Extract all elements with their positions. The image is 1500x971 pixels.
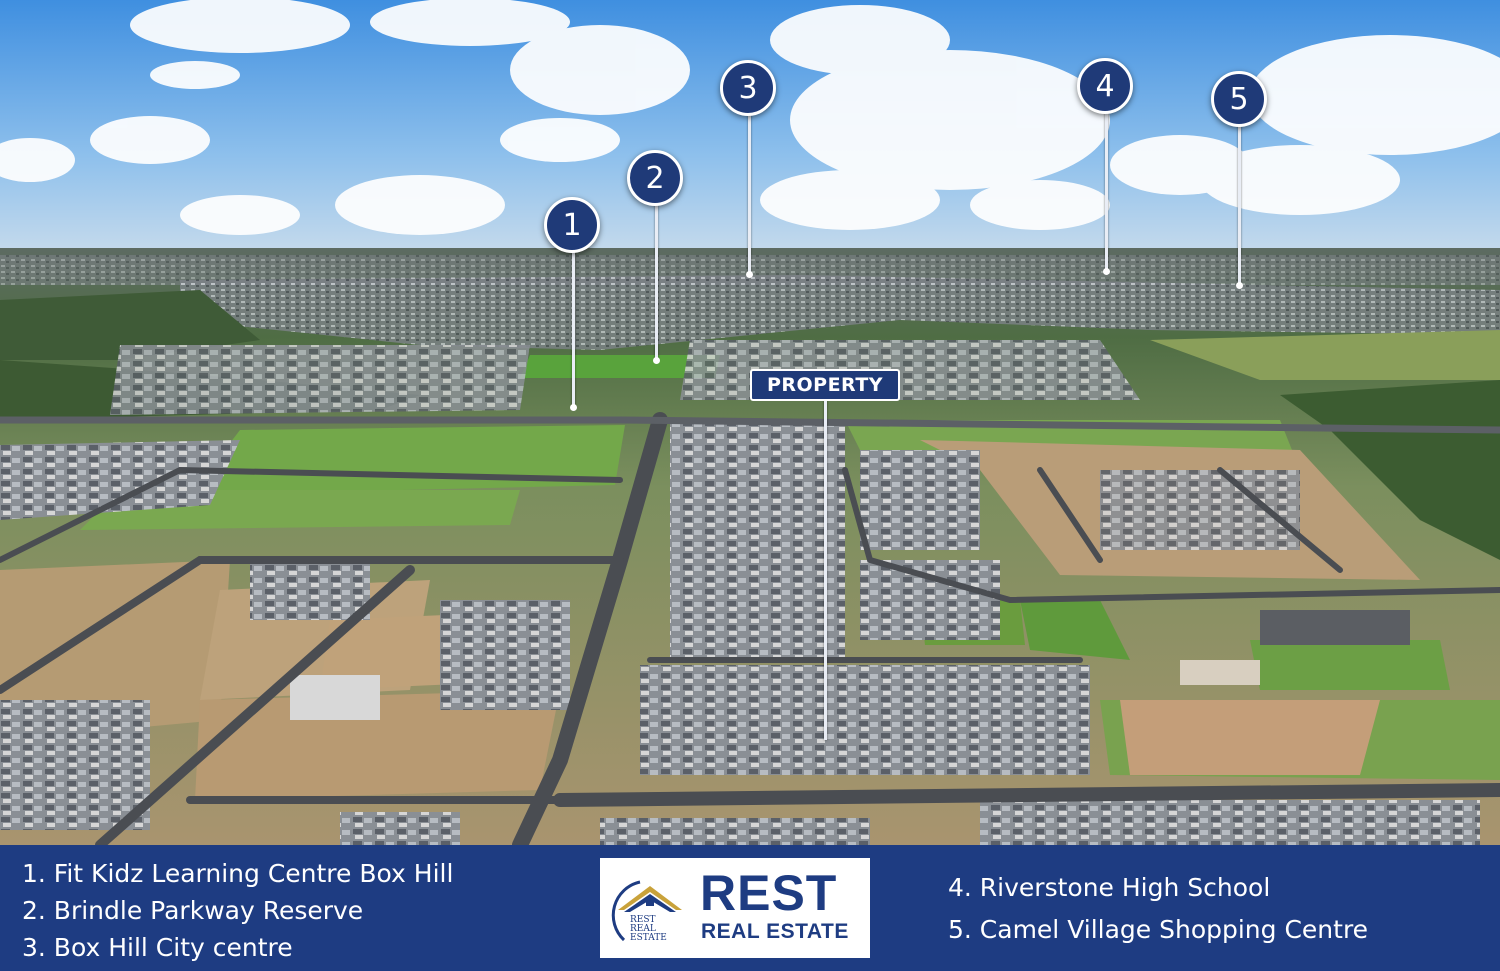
pin-target-5 — [1236, 282, 1243, 289]
pin-number: 2 — [645, 160, 665, 196]
pin-line-4 — [1105, 112, 1108, 272]
pin-number: 4 — [1095, 68, 1115, 104]
legend-item-4: 4. Riverstone High School — [948, 873, 1271, 902]
legend-right-column: 4. Riverstone High School 5. Camel Villa… — [948, 867, 1368, 951]
pin-target-4 — [1103, 268, 1110, 275]
pin-line-5 — [1238, 125, 1241, 285]
logo-small-text: REST REAL ESTATE — [630, 915, 667, 943]
legend-footer: 1. Fit Kidz Learning Centre Box Hill 2. … — [0, 845, 1500, 971]
location-pin-4: 4 — [1077, 58, 1133, 114]
legend-item-1: 1. Fit Kidz Learning Centre Box Hill — [22, 859, 454, 888]
location-pin-3: 3 — [720, 60, 776, 116]
pin-target-2 — [653, 357, 660, 364]
pin-line-3 — [748, 115, 751, 275]
logo-subtitle: REAL ESTATE — [701, 920, 849, 943]
legend-item-5: 5. Camel Village Shopping Centre — [948, 915, 1369, 944]
aerial-scene — [0, 0, 1500, 845]
pin-target-1 — [570, 404, 577, 411]
legend-item-2: 2. Brindle Parkway Reserve — [22, 896, 364, 925]
property-label: PROPERTY — [750, 369, 900, 401]
pin-target-3 — [746, 271, 753, 278]
pin-line-1 — [572, 252, 575, 407]
aerial-photo — [0, 0, 1500, 845]
location-pin-1: 1 — [544, 197, 600, 253]
property-pin-line — [824, 400, 827, 740]
legend-item-3: 3. Box Hill City centre — [22, 933, 293, 962]
pin-line-2 — [655, 205, 658, 360]
legend-left-column: 1. Fit Kidz Learning Centre Box Hill 2. … — [22, 855, 453, 966]
pin-number: 5 — [1229, 81, 1249, 117]
location-pin-5: 5 — [1211, 71, 1267, 127]
house-logo-icon — [611, 880, 682, 942]
agency-logo: REST REAL ESTATE REST REAL ESTATE — [600, 858, 870, 958]
pin-number: 1 — [562, 207, 582, 243]
location-pin-2: 2 — [627, 150, 683, 206]
logo-title: REST — [700, 865, 838, 921]
pin-number: 3 — [738, 70, 758, 106]
